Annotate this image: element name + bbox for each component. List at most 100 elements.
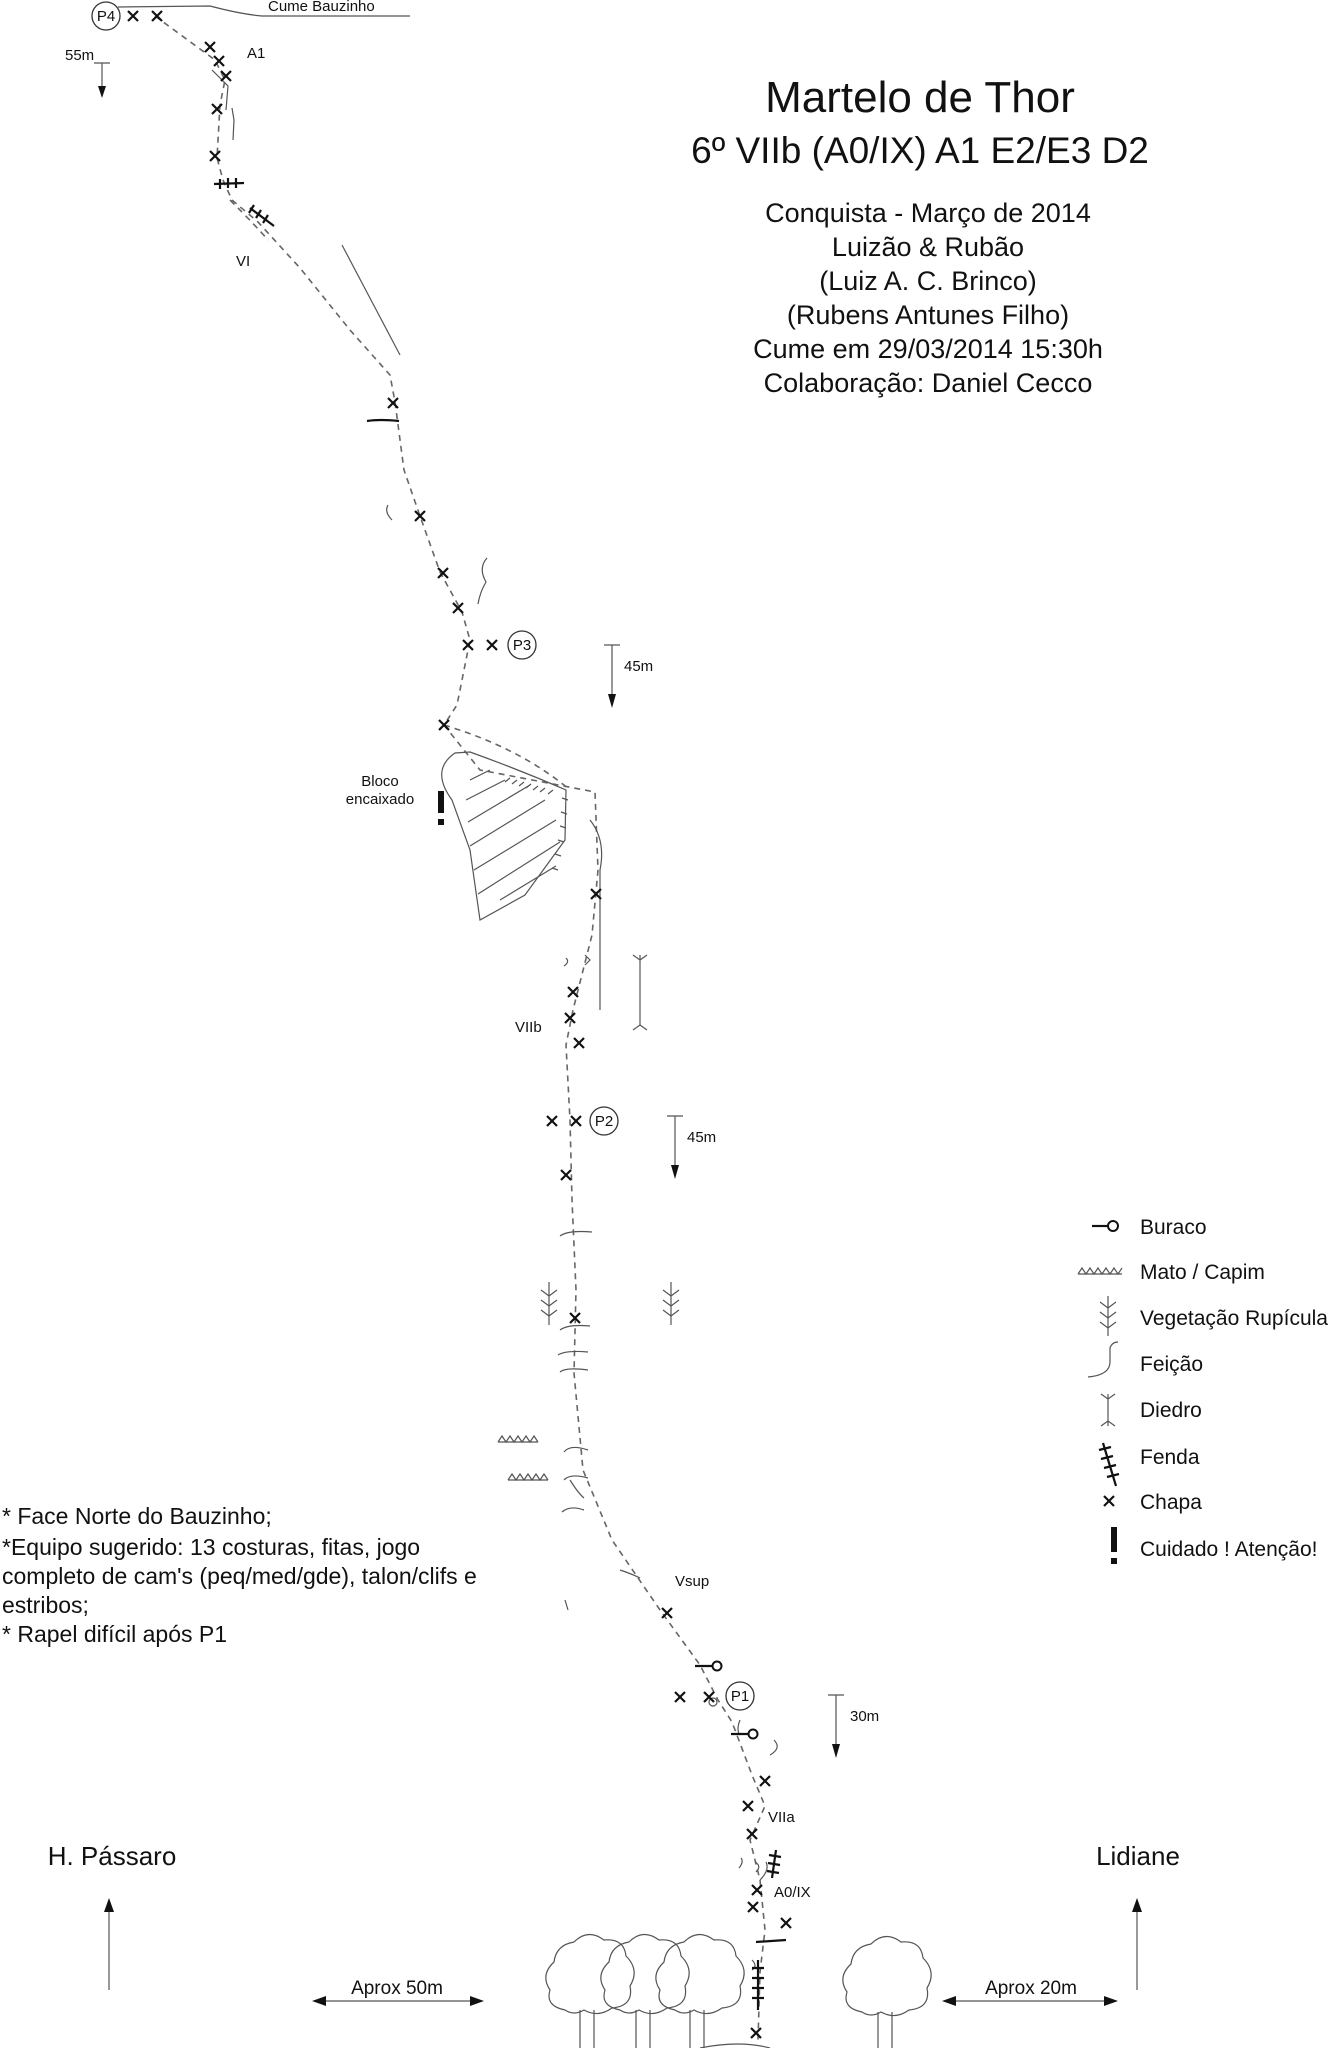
chapa-icon bbox=[204, 41, 216, 53]
bloco-encaixado-shape bbox=[441, 751, 569, 921]
rappel-length-45m: 45m bbox=[624, 658, 653, 675]
chapa-icon bbox=[780, 1917, 792, 1929]
fenda-icon bbox=[1098, 1442, 1120, 1487]
legend-label: Diedro bbox=[1140, 1399, 1202, 1422]
fenda-icon bbox=[752, 1960, 764, 2010]
credit-line: Colaboração: Daniel Cecco bbox=[764, 368, 1093, 398]
chapa-icon bbox=[674, 1691, 686, 1703]
note-line: estribos; bbox=[2, 1592, 89, 1618]
rappel-arrow bbox=[604, 644, 620, 708]
feicao-line bbox=[561, 1507, 585, 1513]
fenda-icon bbox=[766, 1849, 782, 1879]
approach-distance-right: Aprox 20m bbox=[985, 1978, 1077, 1999]
summit-label: Cume Bauzinho bbox=[268, 0, 375, 15]
chapa-icon bbox=[1103, 1495, 1115, 1507]
chapa-icon bbox=[220, 70, 232, 82]
diedro-icon bbox=[1100, 1393, 1116, 1427]
chapa-icon bbox=[438, 719, 450, 731]
cuidado-icon bbox=[1111, 1527, 1117, 1564]
belay-p1: P1 bbox=[725, 1681, 755, 1711]
cuidado-icon bbox=[438, 791, 444, 825]
legend-label: Chapa bbox=[1140, 1491, 1202, 1514]
chapa-icon bbox=[151, 10, 163, 22]
approach-arrow-right bbox=[942, 1996, 1118, 2006]
chapa-icon bbox=[746, 1828, 758, 1840]
arrow-up-icon bbox=[104, 1898, 114, 1990]
grade-label-viib: VIIb bbox=[515, 1019, 542, 1036]
note-line: * Face Norte do Bauzinho; bbox=[2, 1503, 272, 1529]
chapa-icon bbox=[127, 10, 139, 22]
feicao-line bbox=[557, 1350, 589, 1356]
feicao-line bbox=[386, 504, 393, 521]
feicao-line bbox=[477, 557, 488, 605]
grade-label-viia: VIIa bbox=[768, 1809, 795, 1826]
credit-line: Cume em 29/03/2014 15:30h bbox=[753, 334, 1103, 364]
note-line: completo de cam's (peq/med/gde), talon/c… bbox=[2, 1563, 477, 1589]
diedro-marker bbox=[632, 1024, 648, 1031]
vegetacao-icon bbox=[1099, 1296, 1117, 1336]
buraco-icon bbox=[1092, 1220, 1119, 1232]
feicao-line bbox=[559, 1230, 593, 1237]
mato-icon bbox=[1077, 1266, 1123, 1276]
tree-icon bbox=[842, 1935, 932, 2048]
feicao-line bbox=[559, 1324, 591, 1331]
feicao-line bbox=[569, 1479, 585, 1499]
bloco-label-line2: encaixado bbox=[346, 791, 414, 808]
chapa-icon bbox=[213, 55, 225, 67]
note-line: * Rapel difícil após P1 bbox=[2, 1621, 227, 1647]
chapa-icon bbox=[759, 1775, 771, 1787]
chapa-icon bbox=[747, 1901, 759, 1913]
chapa-icon bbox=[560, 1169, 572, 1181]
route-grade: 6º VIIb (A0/IX) A1 E2/E3 D2 bbox=[691, 130, 1149, 171]
tree-icon bbox=[545, 1933, 635, 2048]
svg-text:P3: P3 bbox=[513, 637, 531, 654]
feicao-line bbox=[738, 1857, 743, 1869]
feicao-line bbox=[769, 1739, 778, 1756]
chapa-icon bbox=[661, 1607, 673, 1619]
belay-p2: P2 bbox=[589, 1106, 619, 1136]
svg-text:P1: P1 bbox=[731, 1688, 749, 1705]
buraco-icon bbox=[731, 1728, 759, 1740]
chapa-icon bbox=[569, 1312, 581, 1324]
chapa-icon bbox=[750, 2027, 762, 2039]
feicao-line bbox=[563, 1446, 589, 1453]
credit-line: Luizão & Rubão bbox=[832, 232, 1024, 262]
chapa-icon bbox=[703, 1691, 715, 1703]
chapa-icon bbox=[742, 1800, 754, 1812]
feicao-line bbox=[584, 954, 591, 966]
ground-path bbox=[699, 2043, 771, 2048]
legend-label: Mato / Capim bbox=[1140, 1261, 1265, 1284]
neighbor-route-left: H. Pássaro bbox=[48, 1841, 177, 1871]
feicao-line bbox=[563, 957, 569, 967]
note-line: *Equipo sugerido: 13 costuras, fitas, jo… bbox=[2, 1534, 420, 1560]
buraco-icon bbox=[695, 1660, 723, 1672]
chapa-icon bbox=[486, 639, 498, 651]
grade-label-a1: A1 bbox=[247, 45, 265, 62]
credit-line: (Rubens Antunes Filho) bbox=[787, 300, 1069, 330]
rappel-arrow bbox=[667, 1115, 683, 1179]
feicao-line bbox=[759, 1861, 768, 1881]
rappel-length-30m: 30m bbox=[850, 1708, 879, 1725]
feicao-line bbox=[589, 819, 603, 1010]
ledge-mark bbox=[366, 418, 400, 423]
rappel-length-45m: 45m bbox=[687, 1129, 716, 1146]
approach-distance-left: Aprox 50m bbox=[351, 1978, 443, 1999]
tree-icon bbox=[600, 1933, 690, 2048]
diedro-marker bbox=[632, 954, 648, 961]
vegetacao-icon bbox=[662, 1282, 680, 1325]
feicao-line bbox=[564, 1599, 569, 1611]
belay-p4: P4 bbox=[91, 1, 121, 31]
arrow-up-icon bbox=[1132, 1898, 1142, 1990]
chapa-icon bbox=[414, 510, 426, 522]
svg-text:P2: P2 bbox=[595, 1113, 613, 1130]
route-title: Martelo de Thor bbox=[765, 73, 1075, 122]
chapa-icon bbox=[209, 150, 221, 162]
credit-line: Conquista - Março de 2014 bbox=[765, 198, 1091, 228]
summit-line bbox=[117, 5, 410, 17]
tree-icon bbox=[655, 1933, 745, 2048]
feicao-line bbox=[737, 1719, 741, 1736]
route-line-branch bbox=[229, 199, 269, 241]
rappel-arrow bbox=[828, 1694, 844, 1758]
rappel-length-55m: 55m bbox=[65, 47, 94, 64]
vegetacao-icon bbox=[540, 1282, 558, 1325]
